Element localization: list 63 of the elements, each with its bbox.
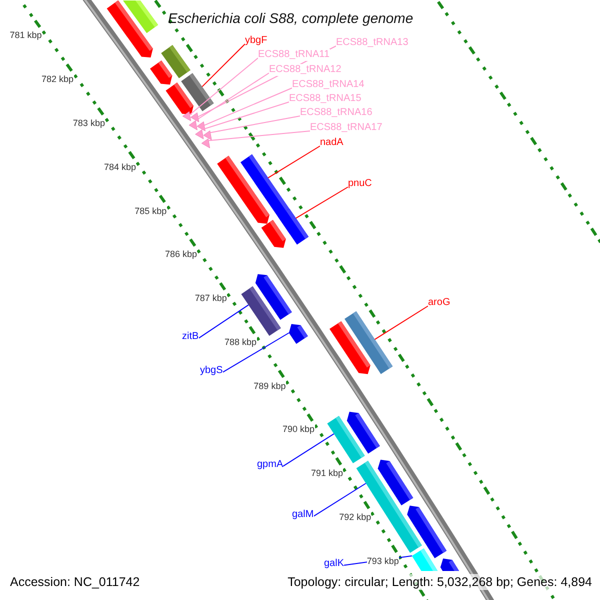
trna-feature: [196, 121, 206, 132]
gene-label: gpmA: [257, 459, 284, 471]
gene-label: ECS88_tRNA14: [292, 79, 364, 91]
trna-feature: [188, 120, 198, 130]
gene-label: ECS88_tRNA15: [289, 93, 362, 105]
tick-label: 792 kbp: [339, 512, 372, 523]
tick-label: 782 kbp: [42, 74, 74, 86]
leader-line: [282, 433, 334, 467]
footer-text: Accession: NC_011742: [10, 574, 140, 590]
leader-line: [295, 186, 348, 219]
gene-label: galM: [292, 509, 314, 521]
tick-label: 785 kbp: [134, 206, 167, 217]
gene-feature: [261, 220, 286, 248]
tick-label: 784 kbp: [104, 162, 136, 173]
tick-label: 786 kbp: [164, 249, 197, 260]
gene-label: aroG: [428, 297, 450, 309]
gene-label: ECS88_tRNA17: [310, 122, 382, 134]
gene-label: pnuC: [348, 178, 372, 190]
gene-feature: [378, 460, 414, 506]
tick-label: 781 kbp: [10, 30, 42, 42]
gene-feature: [412, 548, 438, 571]
gene-label: ybgF: [245, 35, 268, 47]
footer-text: Topology: circular; Length: 5,032,268 bp; Genes: 4,894: [288, 574, 592, 590]
gene-label: nadA: [320, 137, 344, 149]
leader-line: [204, 88, 292, 126]
leader-line: [313, 482, 366, 517]
leader-line: [189, 58, 258, 116]
leader-line: [208, 130, 310, 142]
trna-feature: [195, 129, 204, 140]
gene-label: ECS88_tRNA12: [269, 64, 342, 76]
trna-feature: [182, 111, 192, 122]
gene-feature: [181, 73, 214, 112]
leader-line: [210, 116, 300, 134]
gene-feature: [106, 0, 153, 58]
gene-feature: [241, 286, 281, 336]
tick-label: 789 kbp: [254, 380, 286, 392]
trna-feature: [190, 112, 200, 122]
leader-line: [374, 306, 428, 340]
leader-line: [268, 146, 320, 178]
tick-label: 787 kbp: [194, 293, 227, 304]
gene-label: galK: [324, 558, 344, 570]
leader-line: [198, 304, 249, 339]
gene-label: ECS88_tRNA13: [336, 37, 408, 49]
tick-label: 793 kbp: [366, 556, 399, 567]
gene-label: ybgS: [200, 365, 223, 377]
gene-feature: [288, 324, 308, 344]
gene-feature: [150, 60, 172, 85]
trna-feature: [203, 130, 212, 140]
gene-label: ECS88_tRNA16: [300, 107, 372, 119]
leader-line: [222, 332, 290, 373]
tick-label: 791 kbp: [311, 468, 344, 480]
gene-feature: [346, 412, 380, 454]
leader-line: [202, 44, 246, 88]
tick-label: 783 kbp: [72, 118, 105, 130]
trna-feature: [201, 138, 210, 148]
leader-line: [195, 72, 270, 122]
tick-label: 790 kbp: [282, 424, 315, 436]
gene-feature: [344, 311, 393, 374]
map-title: Escherichia coli S88, complete genome: [168, 10, 414, 26]
tick-label: 788 kbp: [224, 336, 256, 348]
gene-label: ECS88_tRNA11: [258, 49, 330, 61]
leader-line: [201, 102, 290, 130]
gene-feature: [440, 558, 460, 571]
